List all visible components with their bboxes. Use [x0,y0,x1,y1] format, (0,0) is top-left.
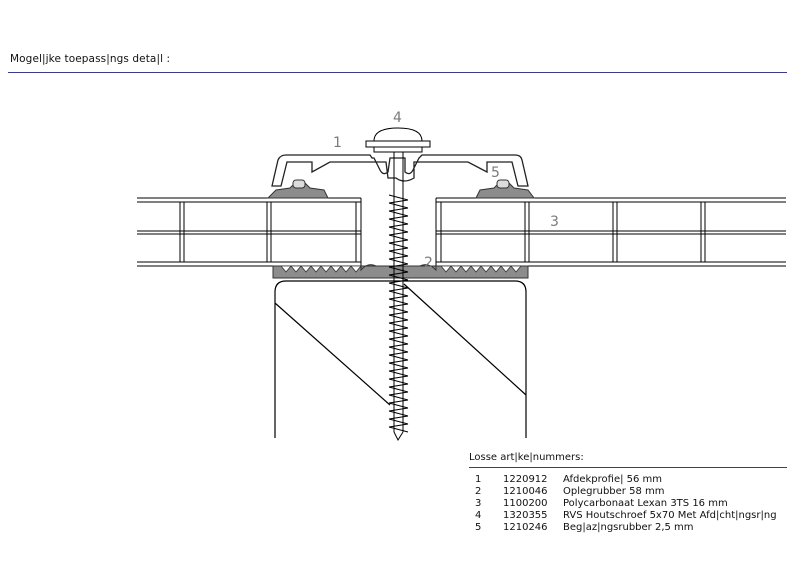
part-code: 1320355 [503,510,548,521]
part-description: Polycarbonaat Lexan 3TS 16 mm [563,498,728,509]
part-number: 3 [475,498,482,509]
part-row: 3 1100200 Polycarbonaat Lexan 3TS 16 mm [469,498,787,510]
parts-heading: Losse art|ke|nummers: [469,452,584,463]
part-row: 4 1320355 RVS Houtschroef 5x70 Met Afd|c… [469,510,787,522]
part-code: 1220912 [503,474,548,485]
part-row: 2 1210046 Oplegrubber 58 mm [469,486,787,498]
callout-1: 1 [333,135,342,151]
part-number: 5 [475,522,482,533]
polycarbonate-panels [137,197,786,267]
part-description: Oplegrubber 58 mm [563,486,665,497]
callout-4: 4 [393,110,402,126]
part-row: 1 1220912 Afdekprofie| 56 mm [469,474,787,486]
part-description: Beg|az|ngsrubber 2,5 mm [563,522,694,533]
part-description: Afdekprofie| 56 mm [563,474,663,485]
screw [365,127,431,442]
part-number: 4 [475,510,482,521]
cover-profile [271,154,529,187]
callout-5: 5 [491,165,500,181]
page-title: Mogel|jke toepass|ngs deta|l : [10,53,171,65]
part-number: 1 [475,474,482,485]
callout-3: 3 [550,214,559,230]
support-rubber [272,264,529,279]
part-number: 2 [475,486,482,497]
part-code: 1100200 [503,498,548,509]
title-divider [8,72,787,73]
parts-divider [469,467,787,468]
callout-2: 2 [424,255,433,271]
part-code: 1210046 [503,486,548,497]
parts-list: Losse art|ke|nummers: 1 1220912 Afdekpro… [469,452,787,534]
part-code: 1210246 [503,522,548,533]
part-description: RVS Houtschroef 5x70 Met Afd|cht|ngsr|ng [563,510,777,521]
glazing-rubbers [266,179,535,199]
part-row: 5 1210246 Beg|az|ngsrubber 2,5 mm [469,522,787,534]
